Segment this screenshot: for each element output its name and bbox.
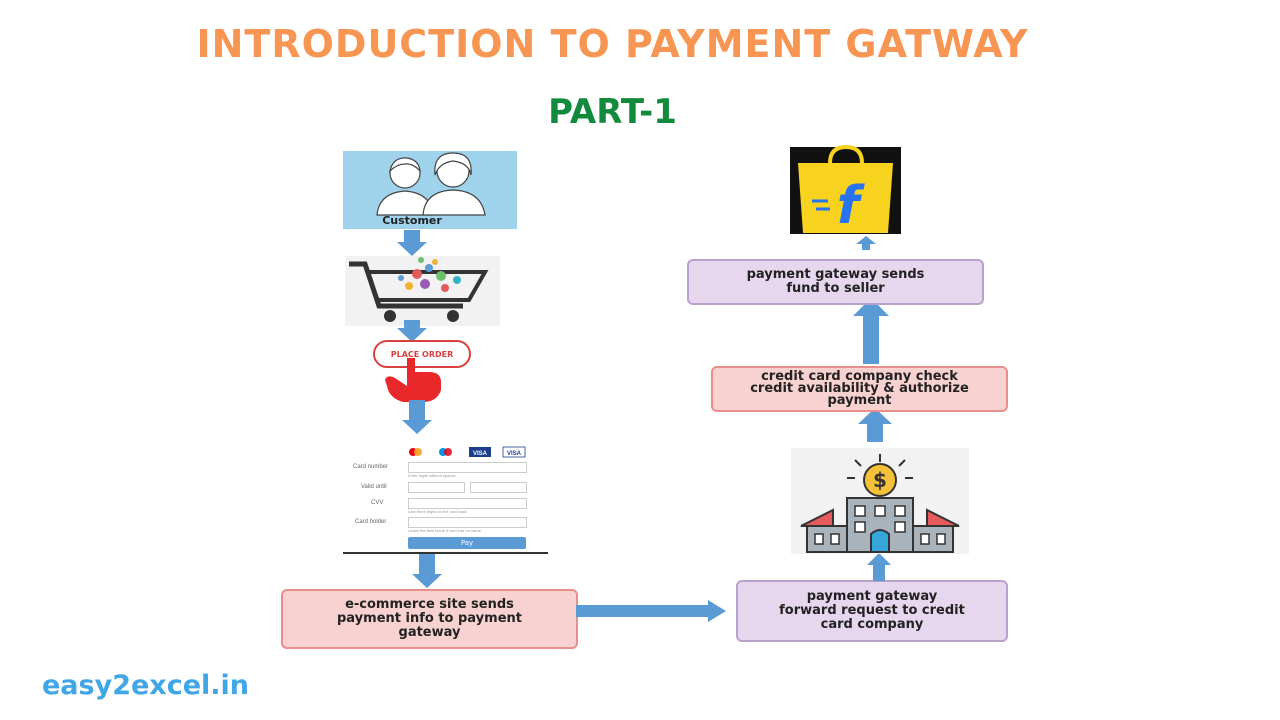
shopping-cart-icon — [345, 256, 500, 326]
card-holder-label: Card holder — [355, 519, 387, 525]
hand-pointer-icon — [385, 358, 441, 402]
arrow-down-4 — [412, 554, 442, 588]
step-ecommerce-sends-info: e-commerce site sends payment info to pa… — [281, 589, 578, 649]
brand-url: easy2excel.in — [42, 670, 250, 701]
year-select — [470, 482, 527, 493]
arrow-up-4 — [856, 236, 876, 250]
form-divider — [343, 552, 548, 554]
customer-label: Customer — [382, 214, 442, 227]
arrow-down-2 — [397, 320, 427, 342]
customer-icon — [376, 152, 486, 216]
bank-icon: $ — [791, 448, 969, 554]
customer-panel: Customer — [343, 151, 517, 229]
card-number-label: Card number — [353, 464, 389, 470]
step-gateway-forward-request: payment gateway forward request to credi… — [736, 580, 1008, 642]
step-gateway-sends-fund: payment gateway sends fund to seller — [687, 259, 984, 305]
cvv-hint: Last three digits on the card back — [408, 509, 467, 514]
valid-until-label: Valid until — [361, 484, 387, 490]
pay-button: Pay — [408, 537, 526, 549]
arrow-up-3 — [853, 298, 889, 364]
cvv-label: CVV — [371, 500, 384, 506]
cvv-field — [408, 498, 527, 509]
card-payment-form: VISA VISA Card number Enter digits witho… — [343, 440, 548, 554]
card-number-hint: Enter digits without spaces — [408, 473, 456, 478]
card-holder-hint: Leave the field blank if card has no nam… — [408, 528, 481, 533]
svg-text:VISA: VISA — [507, 451, 522, 457]
svg-text:VISA: VISA — [473, 451, 488, 457]
card-number-field — [408, 462, 527, 473]
arrow-up-1 — [867, 553, 891, 581]
month-select — [408, 482, 465, 493]
page-title: INTRODUCTION TO PAYMENT GATWAY — [196, 22, 1029, 66]
place-order-label: PLACE ORDER — [390, 349, 454, 359]
shopping-bag-icon: f — [790, 144, 901, 236]
card-holder-field — [408, 517, 527, 528]
pay-label: Pay — [460, 539, 474, 547]
place-order-button: PLACE ORDER — [373, 340, 471, 368]
arrow-up-2 — [858, 408, 892, 442]
arrow-down-3 — [402, 400, 432, 434]
card-brand-logos: VISA VISA — [409, 446, 526, 458]
page-subtitle: PART-1 — [548, 92, 677, 132]
svg-text:$: $ — [873, 468, 887, 492]
step-card-company-authorize: credit card company check credit availab… — [711, 366, 1008, 412]
arrow-right — [576, 600, 726, 622]
arrow-down-1 — [397, 230, 427, 256]
